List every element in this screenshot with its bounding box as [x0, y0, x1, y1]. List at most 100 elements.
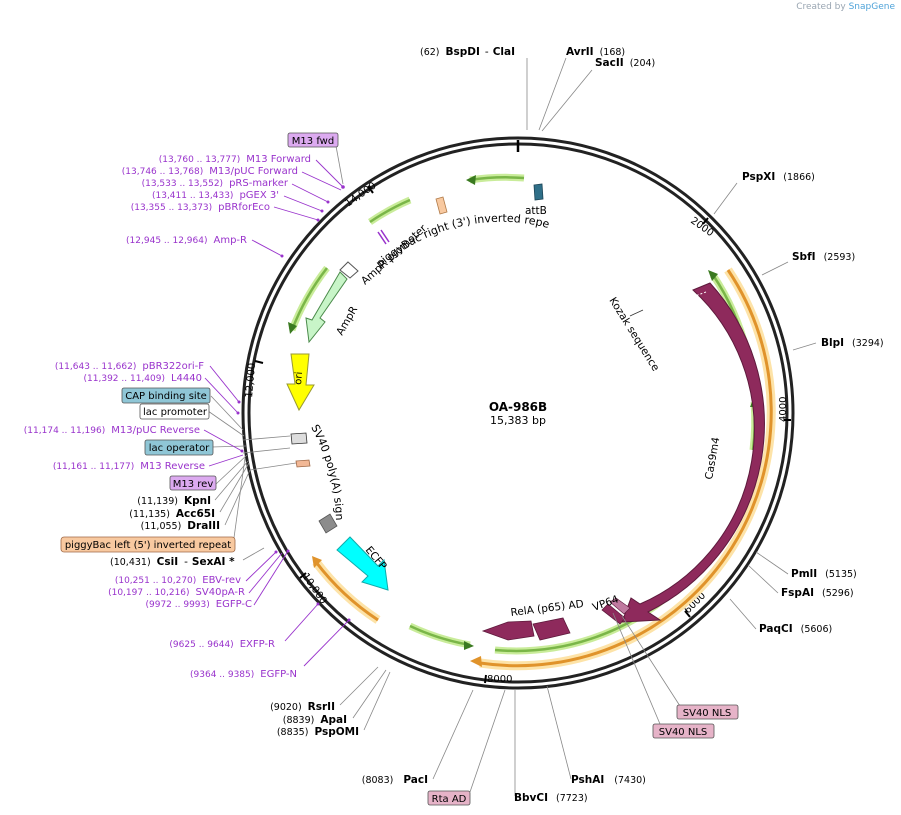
attb-label: attB [525, 205, 547, 217]
leader-inner-sv40 [249, 462, 297, 471]
primer-site-marker-2 [380, 229, 390, 243]
pl-ampr [251, 239, 283, 257]
leader-kpni [214, 460, 249, 501]
box-m13rev-text: M13 rev [173, 479, 214, 490]
leader-acc65i [219, 462, 250, 513]
plasmid-name: OA-986B [489, 400, 547, 414]
box-m13-fwd-text: M13 fwd [292, 136, 334, 147]
orange-arc-cds [479, 269, 773, 668]
leader-rsrii [339, 666, 379, 706]
ampr-promoter [339, 261, 359, 279]
pl-pgex [283, 195, 323, 212]
box-rta-ad: Rta AD [427, 790, 471, 806]
box-lacop-text: lac operator [149, 443, 210, 454]
cas9-dotted-mark-2 [707, 495, 723, 501]
tick-12000 [254, 360, 264, 364]
primer-labels: (13,760 .. 13,777)M13 Forward (13,746 ..… [24, 154, 311, 680]
enzyme-label-blpi: BlpI(3294) [821, 337, 884, 349]
pb-right-label: piggyBac right (3') inverted repeat [0, 0, 551, 270]
kozak-leader [629, 309, 644, 317]
sv40-polyA [295, 459, 311, 468]
orf-upper-left [369, 198, 411, 224]
box-nls2-text: SV40 NLS [659, 727, 708, 738]
leader-m13rev [215, 454, 248, 485]
tick-8000 [484, 674, 487, 684]
primer-label-m13pucf: (13,746 .. 13,768)M13/pUC Forward [122, 166, 298, 177]
tick-label-4000: 4000 [778, 397, 789, 422]
leader-apai [352, 669, 387, 719]
leader-blpi [792, 342, 817, 351]
leader-pbleft [232, 457, 246, 546]
leader-inner-lac2 [242, 447, 291, 454]
box-cap-bg [121, 387, 211, 404]
enzyme-label-paci: (8083)PacI [362, 774, 428, 786]
ampr-label: AmpR [334, 304, 360, 337]
primer-label-m13f: (13,760 .. 13,777)M13 Forward [159, 154, 311, 165]
primer-ticks [236, 185, 351, 622]
leader-fspai [747, 564, 779, 594]
primer-label-pbr322: (11,643 .. 11,662)pBR322ori-F [55, 361, 204, 372]
bl-sv40nls2 [612, 612, 661, 725]
pl-pbr322 [209, 365, 240, 403]
pl-pbrfor [273, 206, 319, 221]
primer-tick [237, 400, 241, 404]
tick-marks [254, 140, 791, 684]
attb-site [533, 183, 544, 201]
orange-arc-arrowhead [470, 656, 482, 667]
box-pb-left: piggyBac left (5') inverted repeat [60, 536, 236, 553]
pl-m13pucr [203, 429, 243, 452]
tick-14000 [367, 185, 374, 194]
ori-feature [286, 353, 315, 412]
leader-inner-lac [242, 435, 291, 441]
primer-label-sv40pa: (10,197 .. 10,216)SV40pA-R [108, 587, 245, 598]
box-cap-binding: CAP binding site [121, 387, 211, 404]
enzyme-label-acc65i: (11,135)Acc65I [129, 508, 215, 520]
primer-label-ampr: (12,945 .. 12,964)Amp-R [126, 235, 247, 246]
enzyme-label-pshai: PshAI(7430) [571, 774, 646, 786]
enzyme-label-fspai: FspAI(5296) [781, 587, 854, 599]
box-sv40-nls-1: SV40 NLS [676, 704, 739, 720]
pb-right-repeat [435, 196, 448, 215]
primer-label-egfpc: (9972 .. 9993)EGFP-C [145, 599, 252, 610]
box-m13-fwd: M13 fwd [287, 132, 339, 148]
bl-rtaad [469, 689, 506, 793]
box-pbleft-bg [60, 536, 236, 553]
primer-label-egfpn: (9364 .. 9385)EGFP-N [190, 669, 297, 680]
kozak-label: Kozak sequence [606, 295, 661, 373]
enzyme-label-paqci: PaqCI(5606) [759, 623, 832, 635]
bl-sv40nls1 [621, 615, 681, 707]
pl-ebv [245, 551, 277, 582]
pl-m13pucf [301, 171, 342, 191]
pl-sv40pa [248, 552, 283, 594]
leader-pshai [546, 685, 572, 780]
orf-left-arrowhead [288, 322, 297, 334]
leader-avrii [538, 57, 567, 131]
primer-tick [240, 449, 244, 453]
boxed-labels: M13 fwd CAP binding site lac promoter la… [60, 132, 739, 806]
rela-label: RelA (p65) AD [510, 598, 584, 619]
enzyme-label-avrii: AvrII(168) [566, 46, 625, 58]
primer-tick [341, 185, 345, 189]
tick-6000 [684, 610, 691, 618]
box-sv40-nls-2: SV40 NLS [652, 723, 715, 739]
pl-m13r [208, 454, 244, 467]
inner-features [286, 183, 765, 641]
tick-label-8000: 8000 [487, 674, 512, 685]
leader-pspomi [363, 671, 391, 731]
primer-tick [316, 218, 320, 222]
enzyme-label-rsrii: (9020)RsrII [270, 701, 335, 713]
tick-10000 [299, 572, 307, 579]
orf-right-arrowhead [708, 270, 718, 281]
box-lac-promoter: lac promoter [139, 403, 210, 420]
cas9-label: Cas9m4 [703, 436, 722, 481]
ecfp-feature [336, 536, 389, 591]
ori-label: ori [293, 371, 305, 385]
nls-box-small [609, 597, 631, 615]
primer-label-m13pucr: (11,174 .. 11,196)M13/pUC Reverse [24, 425, 200, 436]
pl-exfpr [284, 603, 319, 642]
pl-m13f [315, 159, 344, 188]
primer-label-l4440: (11,392 .. 11,409)L4440 [84, 373, 202, 384]
feature-labels: attB piggyBac right (3') inverted repeat… [0, 0, 722, 619]
leader-paci [432, 689, 474, 780]
